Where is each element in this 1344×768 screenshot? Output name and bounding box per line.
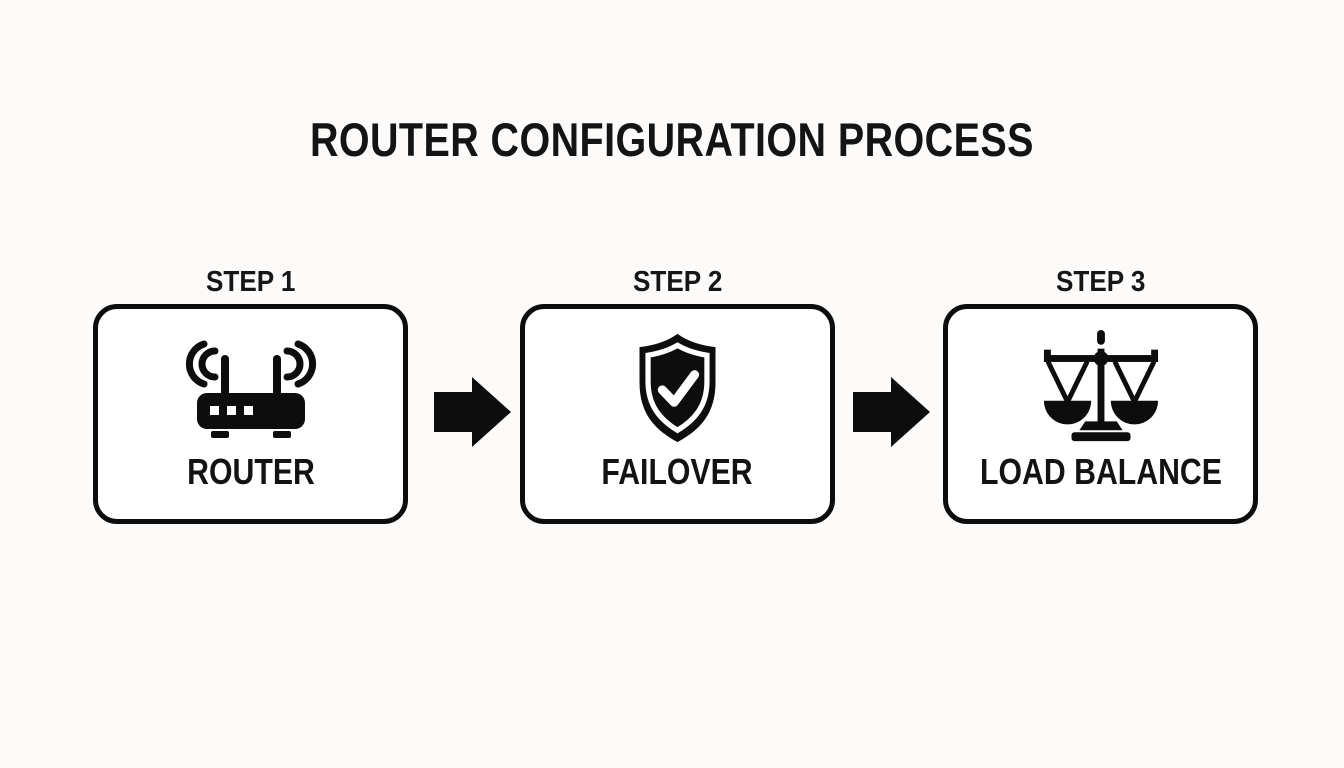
router-icon xyxy=(185,340,316,438)
balance-scale-icon xyxy=(1043,329,1158,442)
arrow-right-icon xyxy=(434,377,511,447)
page-title: ROUTER CONFIGURATION PROCESS xyxy=(0,112,1344,167)
step-3-name: LOAD BALANCE xyxy=(957,451,1245,493)
step-1-box: ROUTER xyxy=(93,304,408,524)
arrow-right-icon xyxy=(853,377,930,447)
step-1-label: STEP 1 xyxy=(93,260,408,304)
step-3-box: LOAD BALANCE xyxy=(943,304,1258,524)
shield-check-icon xyxy=(639,333,716,443)
step-2-label: STEP 2 xyxy=(520,260,835,304)
step-3-label: STEP 3 xyxy=(943,260,1258,304)
step-3-icon-wrap xyxy=(1032,329,1170,447)
step-3-name-text: LOAD BALANCE xyxy=(979,451,1222,492)
step-1: STEP 1 ROUTER xyxy=(93,260,408,524)
step-2-icon-wrap xyxy=(630,329,725,447)
step-1-name: ROUTER xyxy=(175,451,327,493)
step-3: STEP 3 LOAD BALANCE xyxy=(943,260,1258,524)
step-2-name: FAILOVER xyxy=(587,451,767,493)
step-2-label-text: STEP 2 xyxy=(632,265,723,298)
step-2-name-text: FAILOVER xyxy=(601,451,754,492)
step-1-icon-wrap xyxy=(181,329,321,447)
step-2-box: FAILOVER xyxy=(520,304,835,524)
step-1-label-text: STEP 1 xyxy=(205,265,296,298)
step-1-name-text: ROUTER xyxy=(186,451,315,492)
step-3-label-text: STEP 3 xyxy=(1055,265,1146,298)
page-title-text: ROUTER CONFIGURATION PROCESS xyxy=(310,113,1034,166)
step-2: STEP 2 FAILOVER xyxy=(520,260,835,524)
